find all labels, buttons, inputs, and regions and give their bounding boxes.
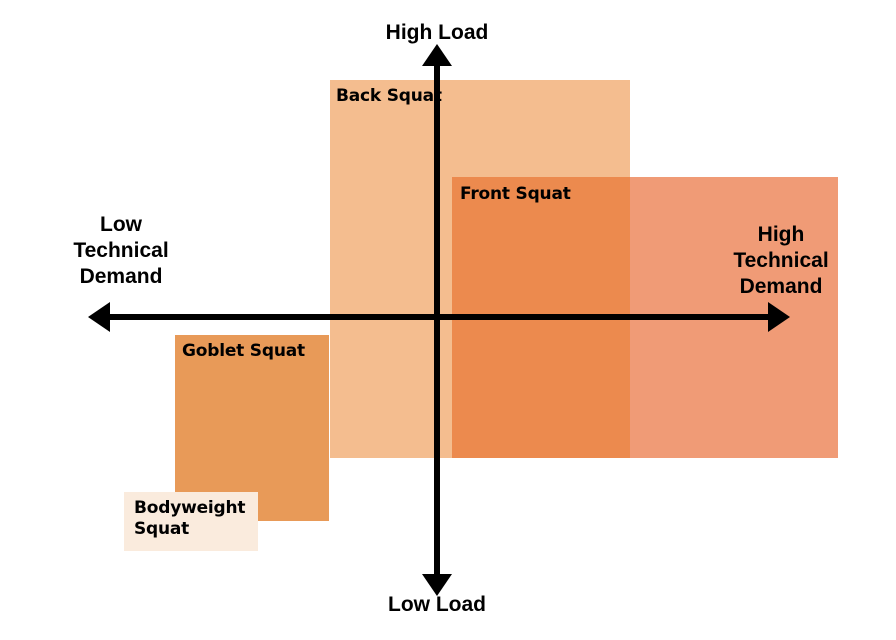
arrow-up-icon: [422, 44, 452, 66]
block-label-back-squat: Back Squat: [336, 86, 442, 106]
block-label-front-squat: Front Squat: [460, 184, 571, 204]
block-goblet-squat: [175, 335, 329, 521]
arrow-down-icon: [422, 574, 452, 596]
block-bodyweight-squat: [124, 492, 258, 551]
axis-caption-low-load: Low Load: [388, 593, 486, 616]
arrow-left-icon: [88, 302, 110, 332]
vertical-axis-line: [434, 58, 440, 584]
arrow-right-icon: [768, 302, 790, 332]
axis-caption-low-technical-demand: Low Technical Demand: [73, 213, 169, 288]
horizontal-axis-line: [100, 314, 782, 320]
axis-caption-high-technical-demand: High Technical Demand: [733, 223, 829, 298]
axis-caption-high-load: High Load: [385, 21, 489, 44]
block-label-bodyweight-squat: Bodyweight Squat: [134, 498, 246, 539]
block-label-goblet-squat: Goblet Squat: [182, 341, 305, 361]
